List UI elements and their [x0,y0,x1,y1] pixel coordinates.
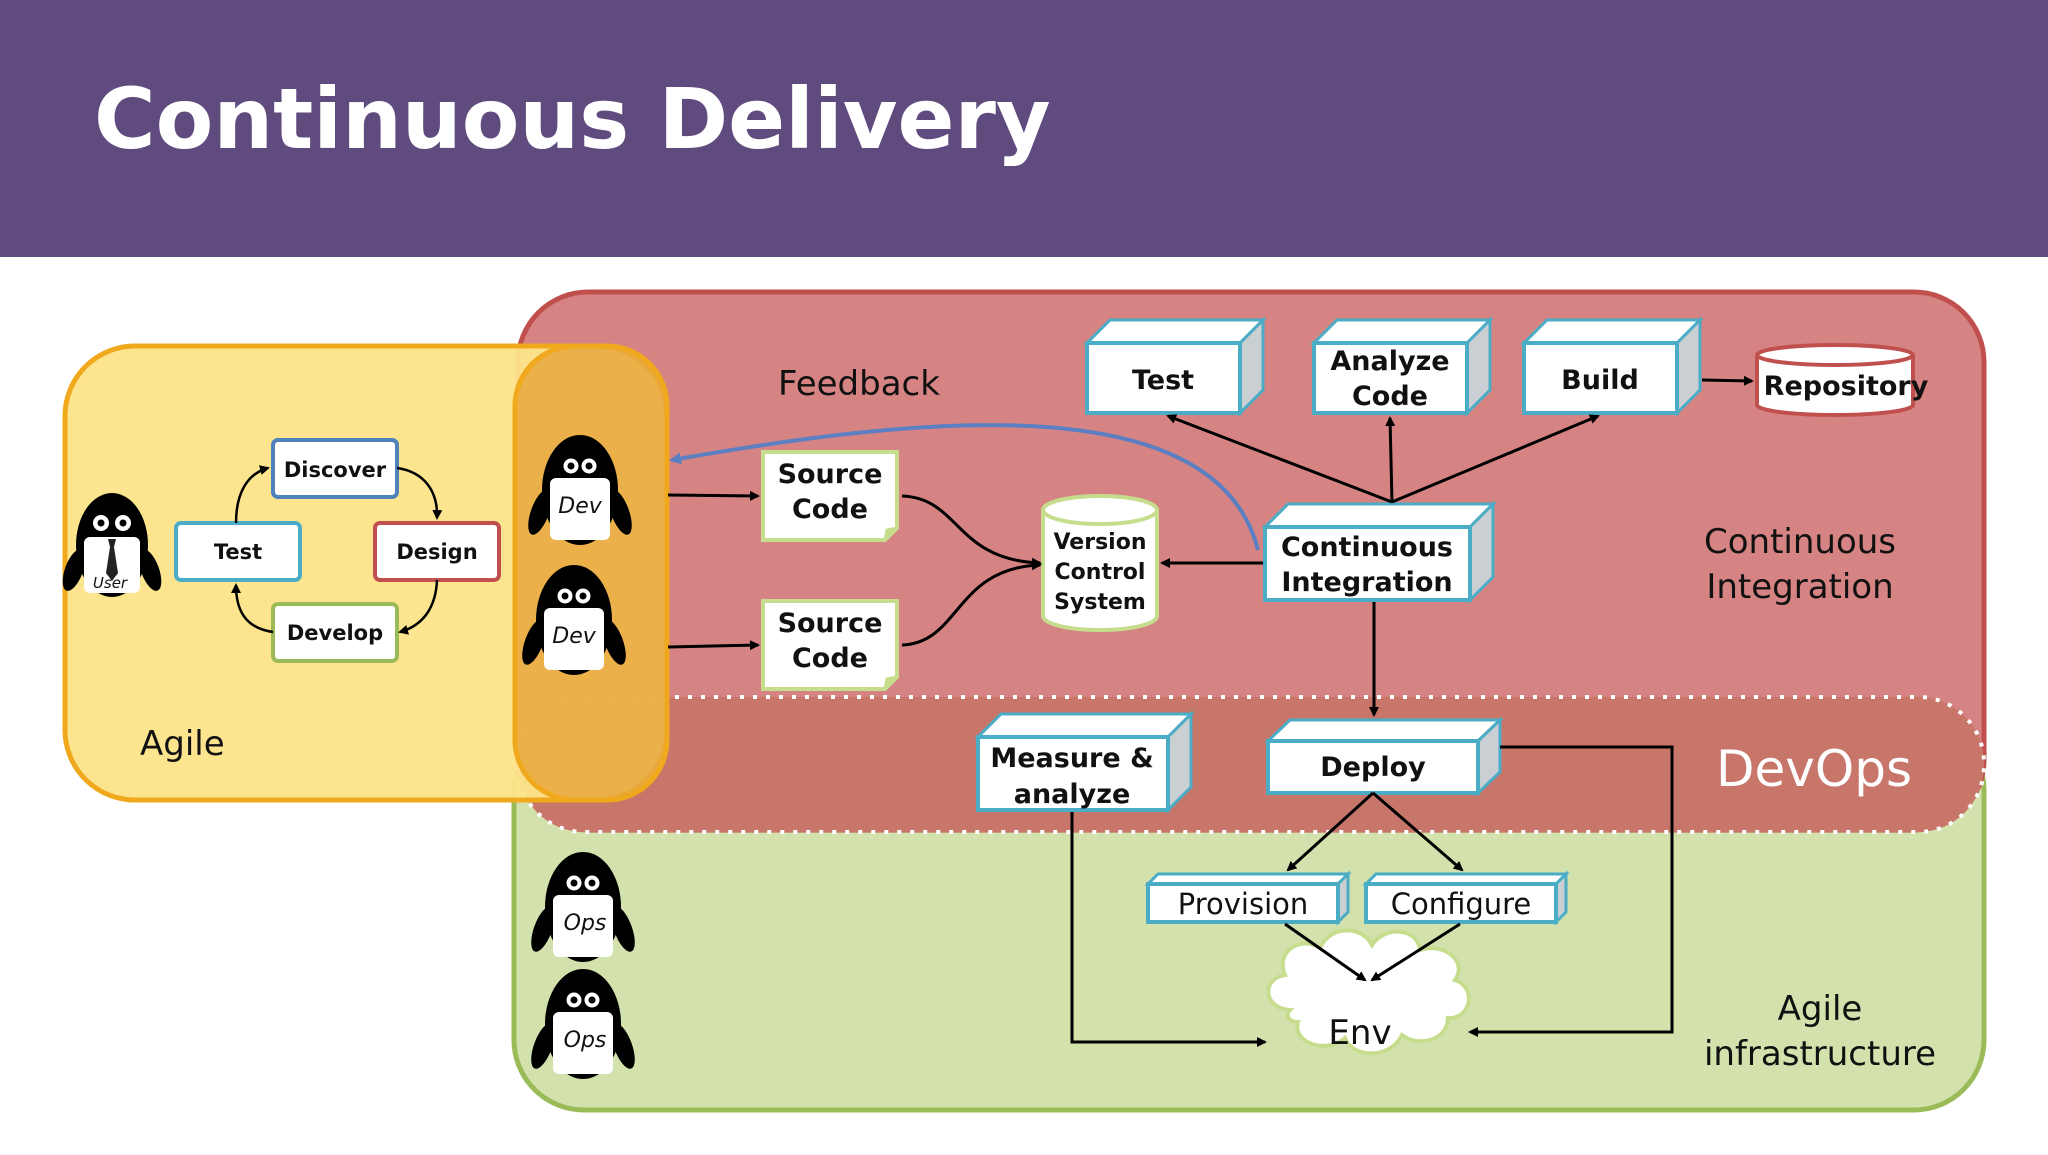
deploy-to-configure-arrow [1372,791,1464,872]
measure-to-env-arrow [1070,812,1267,1047]
agile-label: Agile [140,724,225,764]
title-bar: Continuous Delivery [0,0,2048,257]
source2-to-vcs-arrow [901,560,1042,647]
develop-box [271,602,399,663]
infra-label-1: Agile [1778,989,1863,1029]
ci-to-analyze-arrow [1385,416,1396,503]
provision-to-env-arrow [1284,922,1367,982]
ci-region-label-2: Integration [1706,567,1893,607]
connectors [667,375,1754,1047]
dev2-to-source-arrow [667,640,760,651]
design-label: Design [396,540,477,564]
measure-analyze-box: Measure & analyze [974,710,1195,814]
user-penguin: User [62,493,162,597]
vcs-line3: System [1054,590,1146,615]
ops2-label: Ops [564,1028,607,1053]
discover-label: Discover [284,458,387,482]
continuous-integration-box: Continuous Integration [1261,500,1497,604]
ci-line2: Integration [1281,567,1452,598]
version-control-cylinder: Version Control System [1041,494,1159,632]
ci-to-test-arrow [1166,414,1393,504]
configure-label: Configure [1391,887,1532,921]
source-code-1-line1: Source [778,459,883,490]
env-label: Env [1328,1013,1391,1053]
source-code-1-line2: Code [792,494,868,525]
repository-cylinder: Repository [1755,343,1929,417]
cycle-arrow-3 [231,583,274,634]
deploy-label: Deploy [1320,752,1426,783]
env-cloud: Env [1266,928,1471,1056]
provision-label: Provision [1178,887,1309,921]
measure-line2: analyze [1014,779,1131,810]
infra-label-2: infrastructure [1704,1034,1936,1074]
cycle-arrow-4 [234,465,270,524]
dev1-label: Dev [558,494,602,519]
develop-label: Develop [287,621,383,645]
test-cycle-box [174,521,302,582]
ops1-label: Ops [564,911,607,936]
test-box: Test [1083,316,1267,417]
analyze-line1: Analyze [1330,346,1449,377]
repository-label: Repository [1764,371,1929,402]
deploy-to-provision-arrow [1286,791,1375,872]
dev1-to-source-arrow [667,490,760,501]
devops-label: DevOps [1716,740,1912,798]
test-cycle-label: Test [214,540,262,564]
configure-to-env-arrow [1370,922,1461,982]
user-label: User [93,574,128,592]
feedback-arrow [669,423,1260,551]
deploy-box: Deploy [1264,716,1504,797]
build-box: Build [1520,316,1704,417]
deploy-to-env-arrow [1468,745,1674,1037]
ops-penguin-2: Ops [531,969,635,1079]
source-code-2-line2: Code [792,643,868,674]
build-label: Build [1561,365,1639,396]
dev-penguin-2: Dev [522,565,626,675]
source1-to-vcs-arrow [901,494,1042,568]
ops-penguin-1: Ops [531,852,635,962]
ci-line1: Continuous [1281,532,1453,563]
measure-line1: Measure & [990,743,1153,774]
provision-box: Provision [1144,870,1352,926]
source-code-2-line1: Source [778,608,883,639]
analyze-line2: Code [1352,381,1428,412]
source-code-doc-1: Source Code [761,450,899,542]
test-label: Test [1132,365,1194,396]
cycle-arrow-2 [398,579,439,635]
slide-title: Continuous Delivery [94,70,1051,168]
dev-penguin-1: Dev [528,435,632,545]
ci-to-build-arrow [1391,414,1600,504]
dev2-label: Dev [552,624,596,649]
agile-cycle: Discover Design Develop Test [174,438,501,663]
build-to-repository-arrow [1701,375,1754,386]
vcs-line1: Version [1053,530,1146,555]
feedback-label: Feedback [778,364,940,404]
analyze-code-box: Analyze Code [1310,316,1494,417]
vcs-line2: Control [1055,560,1146,585]
devops-band [516,695,1986,834]
cycle-arrow-1 [396,466,443,520]
configure-box: Configure [1362,870,1570,926]
ci-region-label-1: Continuous [1704,522,1896,562]
source-code-doc-2: Source Code [761,599,899,691]
